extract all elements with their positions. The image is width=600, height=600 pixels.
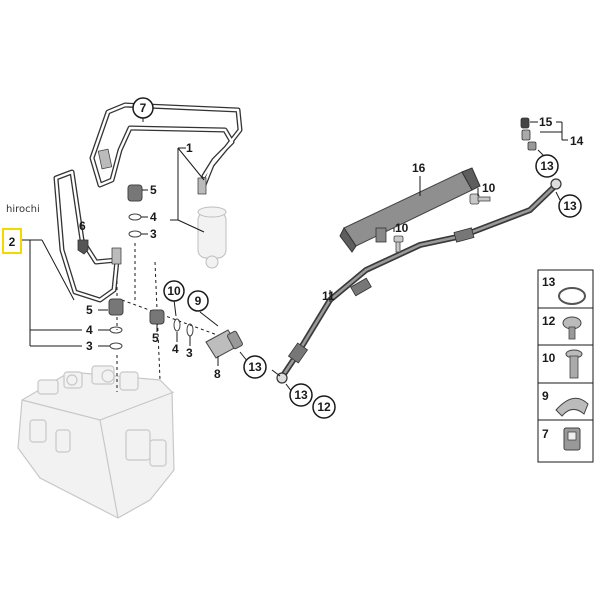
legend-label: 9 [542, 389, 549, 403]
callout-label: 7 [140, 101, 147, 115]
callout-label: 8 [214, 367, 221, 381]
callout-13-circle: 13 [535, 154, 559, 178]
master-cylinder-ghost [197, 206, 227, 269]
callout-label: 11 [322, 289, 335, 303]
seal-stack-lower [108, 298, 124, 350]
brake-hose [276, 178, 562, 384]
bleeder-fitting [520, 117, 537, 151]
bolt-icon [393, 193, 491, 253]
callout-10-circle: 10 [163, 280, 185, 302]
legend-label: 13 [542, 275, 556, 289]
seal-stack-upper [127, 184, 143, 238]
legend-label: 12 [542, 314, 556, 328]
callout-label: 10 [482, 181, 496, 195]
callout-label: 14 [570, 134, 584, 148]
callout-13-circle: 13 [243, 355, 267, 379]
callout-label: 5 [152, 331, 159, 345]
callout-label: 3 [86, 339, 93, 353]
callout-label: 1 [186, 141, 193, 155]
callout-label: 5 [150, 183, 157, 197]
callout-label: 10 [167, 284, 181, 298]
clip-part-6 [77, 239, 89, 255]
adapter-part-8 [205, 329, 243, 359]
legend-item: 9 [542, 389, 589, 417]
callout-12-circle: 12 [312, 395, 336, 419]
callout-label: 4 [172, 342, 179, 356]
callout-2-highlighted: 2 [2, 228, 22, 254]
legend-label: 10 [542, 351, 556, 365]
callout-13-circle: 13 [289, 383, 313, 407]
legend-item: 13 [542, 275, 586, 305]
callout-label: 13 [540, 159, 554, 173]
callout-label: 13 [294, 388, 308, 402]
legend-item: 7 [542, 427, 581, 451]
callout-label: 13 [248, 360, 262, 374]
callout-label: 2 [9, 235, 16, 249]
callout-label: 12 [317, 400, 331, 414]
callout-label: 6 [79, 219, 86, 233]
callout-label: 4 [86, 323, 93, 337]
callout-label: 5 [86, 303, 93, 317]
callout-7-circle: 7 [132, 97, 154, 119]
bracket-part-16 [339, 167, 481, 253]
legend-item: 12 [542, 314, 582, 340]
callout-13-circle: 13 [558, 194, 582, 218]
callout-label: 16 [412, 161, 426, 175]
watermark-text: hirochi [6, 204, 40, 215]
callout-label: 3 [150, 227, 157, 241]
abs-unit-ghost [17, 365, 175, 519]
brake-pipes [53, 102, 243, 303]
legend-item: 10 [542, 349, 583, 379]
callout-label: 4 [150, 210, 157, 224]
legend-label: 7 [542, 427, 549, 441]
callout-label: 9 [195, 294, 202, 308]
callout-label: 13 [563, 199, 577, 213]
callout-label: 10 [395, 221, 409, 235]
routing-dashed-lines [116, 243, 221, 392]
callout-label: 15 [539, 115, 553, 129]
callout-label: 3 [186, 346, 193, 360]
callout-9-circle: 9 [187, 290, 209, 312]
